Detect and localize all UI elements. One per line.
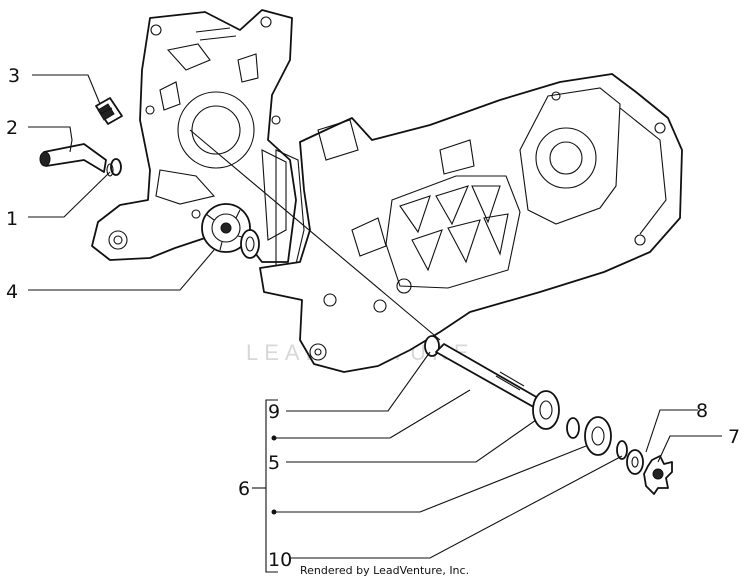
callout-10: 10 — [268, 549, 292, 571]
callout-4: 4 — [6, 281, 18, 303]
part-7-gear — [643, 455, 673, 495]
assembly-axis-line — [189, 129, 441, 341]
small-ring — [616, 440, 628, 460]
part-9-seal — [424, 335, 440, 357]
callout-8: 8 — [696, 400, 708, 422]
part-1-clip — [106, 158, 122, 177]
part-8-washer — [626, 449, 644, 475]
render-credit: Rendered by LeadVenture, Inc. — [300, 564, 469, 577]
part-3-plug — [95, 97, 123, 125]
part-5-bearing — [532, 390, 560, 430]
callout-5: 5 — [268, 452, 280, 474]
rear-crankcase-cover — [91, 9, 297, 263]
callout-7: 7 — [728, 426, 740, 448]
part-4-impeller — [201, 203, 260, 259]
callout-1: 1 — [6, 208, 18, 230]
callout-3: 3 — [8, 65, 20, 87]
shaft-spacer — [566, 417, 580, 439]
cover-gasket — [275, 149, 305, 267]
callout-2: 2 — [6, 117, 18, 139]
second-bearing — [584, 416, 612, 456]
callout-6: 6 — [238, 478, 250, 500]
part-2-pipe — [39, 143, 107, 173]
main-crankcase — [259, 73, 683, 373]
leader-lines — [28, 74, 722, 573]
callout-9: 9 — [268, 401, 280, 423]
